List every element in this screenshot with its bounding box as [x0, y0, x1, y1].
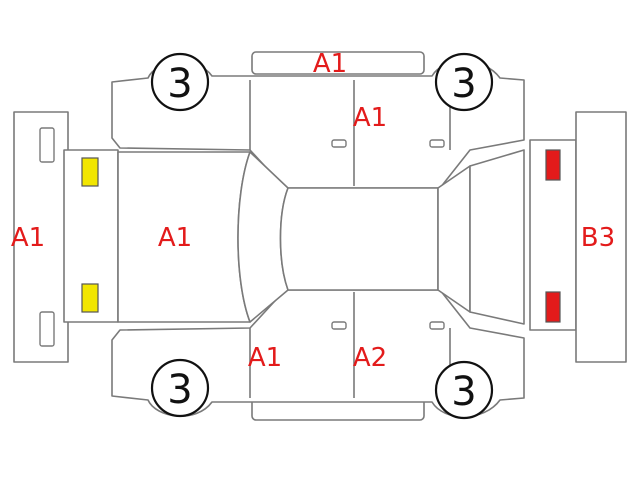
wheel-rear-right [150, 358, 210, 418]
code-front-bumper: A1 [11, 223, 45, 253]
wheel-rear-left-rating: 3 [167, 61, 192, 107]
wheel-rear-right-rating: 3 [167, 367, 192, 413]
door-handle-top-front [429, 139, 445, 148]
code-top-running-board: A1 [313, 49, 347, 79]
code-right-front-door: A1 [248, 343, 282, 373]
roof-and-windows [237, 149, 525, 325]
headlight-amber-top [81, 157, 99, 187]
rear-end [529, 111, 627, 363]
front-bumper-slot-bottom [39, 311, 55, 347]
damage-codes: A1 A1 A1 A1 B3 A1 A2 [11, 49, 615, 373]
door-handle-bottom-rear [331, 321, 347, 330]
bottom-side-body [111, 289, 525, 418]
wheel-front-left-rating: 3 [451, 61, 476, 107]
taillight-red-bottom [545, 291, 561, 323]
rear-bumper [575, 111, 627, 363]
taillight-red-top [545, 149, 561, 181]
trunk-lid [469, 149, 525, 325]
car-side-bottom: 3 3 [111, 289, 525, 421]
code-rear-bumper: B3 [581, 223, 615, 253]
wheel-front-right [434, 360, 494, 420]
code-hood: A1 [158, 223, 192, 253]
code-left-rear-door: A1 [353, 103, 387, 133]
wheel-front-left [434, 52, 494, 112]
door-handle-bottom-front [429, 321, 445, 330]
car-side-top: 3 3 [111, 51, 525, 189]
wheel-front-right-rating: 3 [451, 369, 476, 415]
front-bumper [13, 111, 69, 363]
top-running-board [251, 51, 425, 75]
rear-window [437, 165, 471, 313]
door-handle-top-rear [331, 139, 347, 148]
front-end [63, 149, 251, 323]
wheel-rear-left [150, 52, 210, 112]
front-bumper-slot-top [39, 127, 55, 163]
roof [279, 187, 439, 291]
headlight-amber-bottom [81, 283, 99, 313]
code-right-rear-door: A2 [353, 343, 387, 373]
